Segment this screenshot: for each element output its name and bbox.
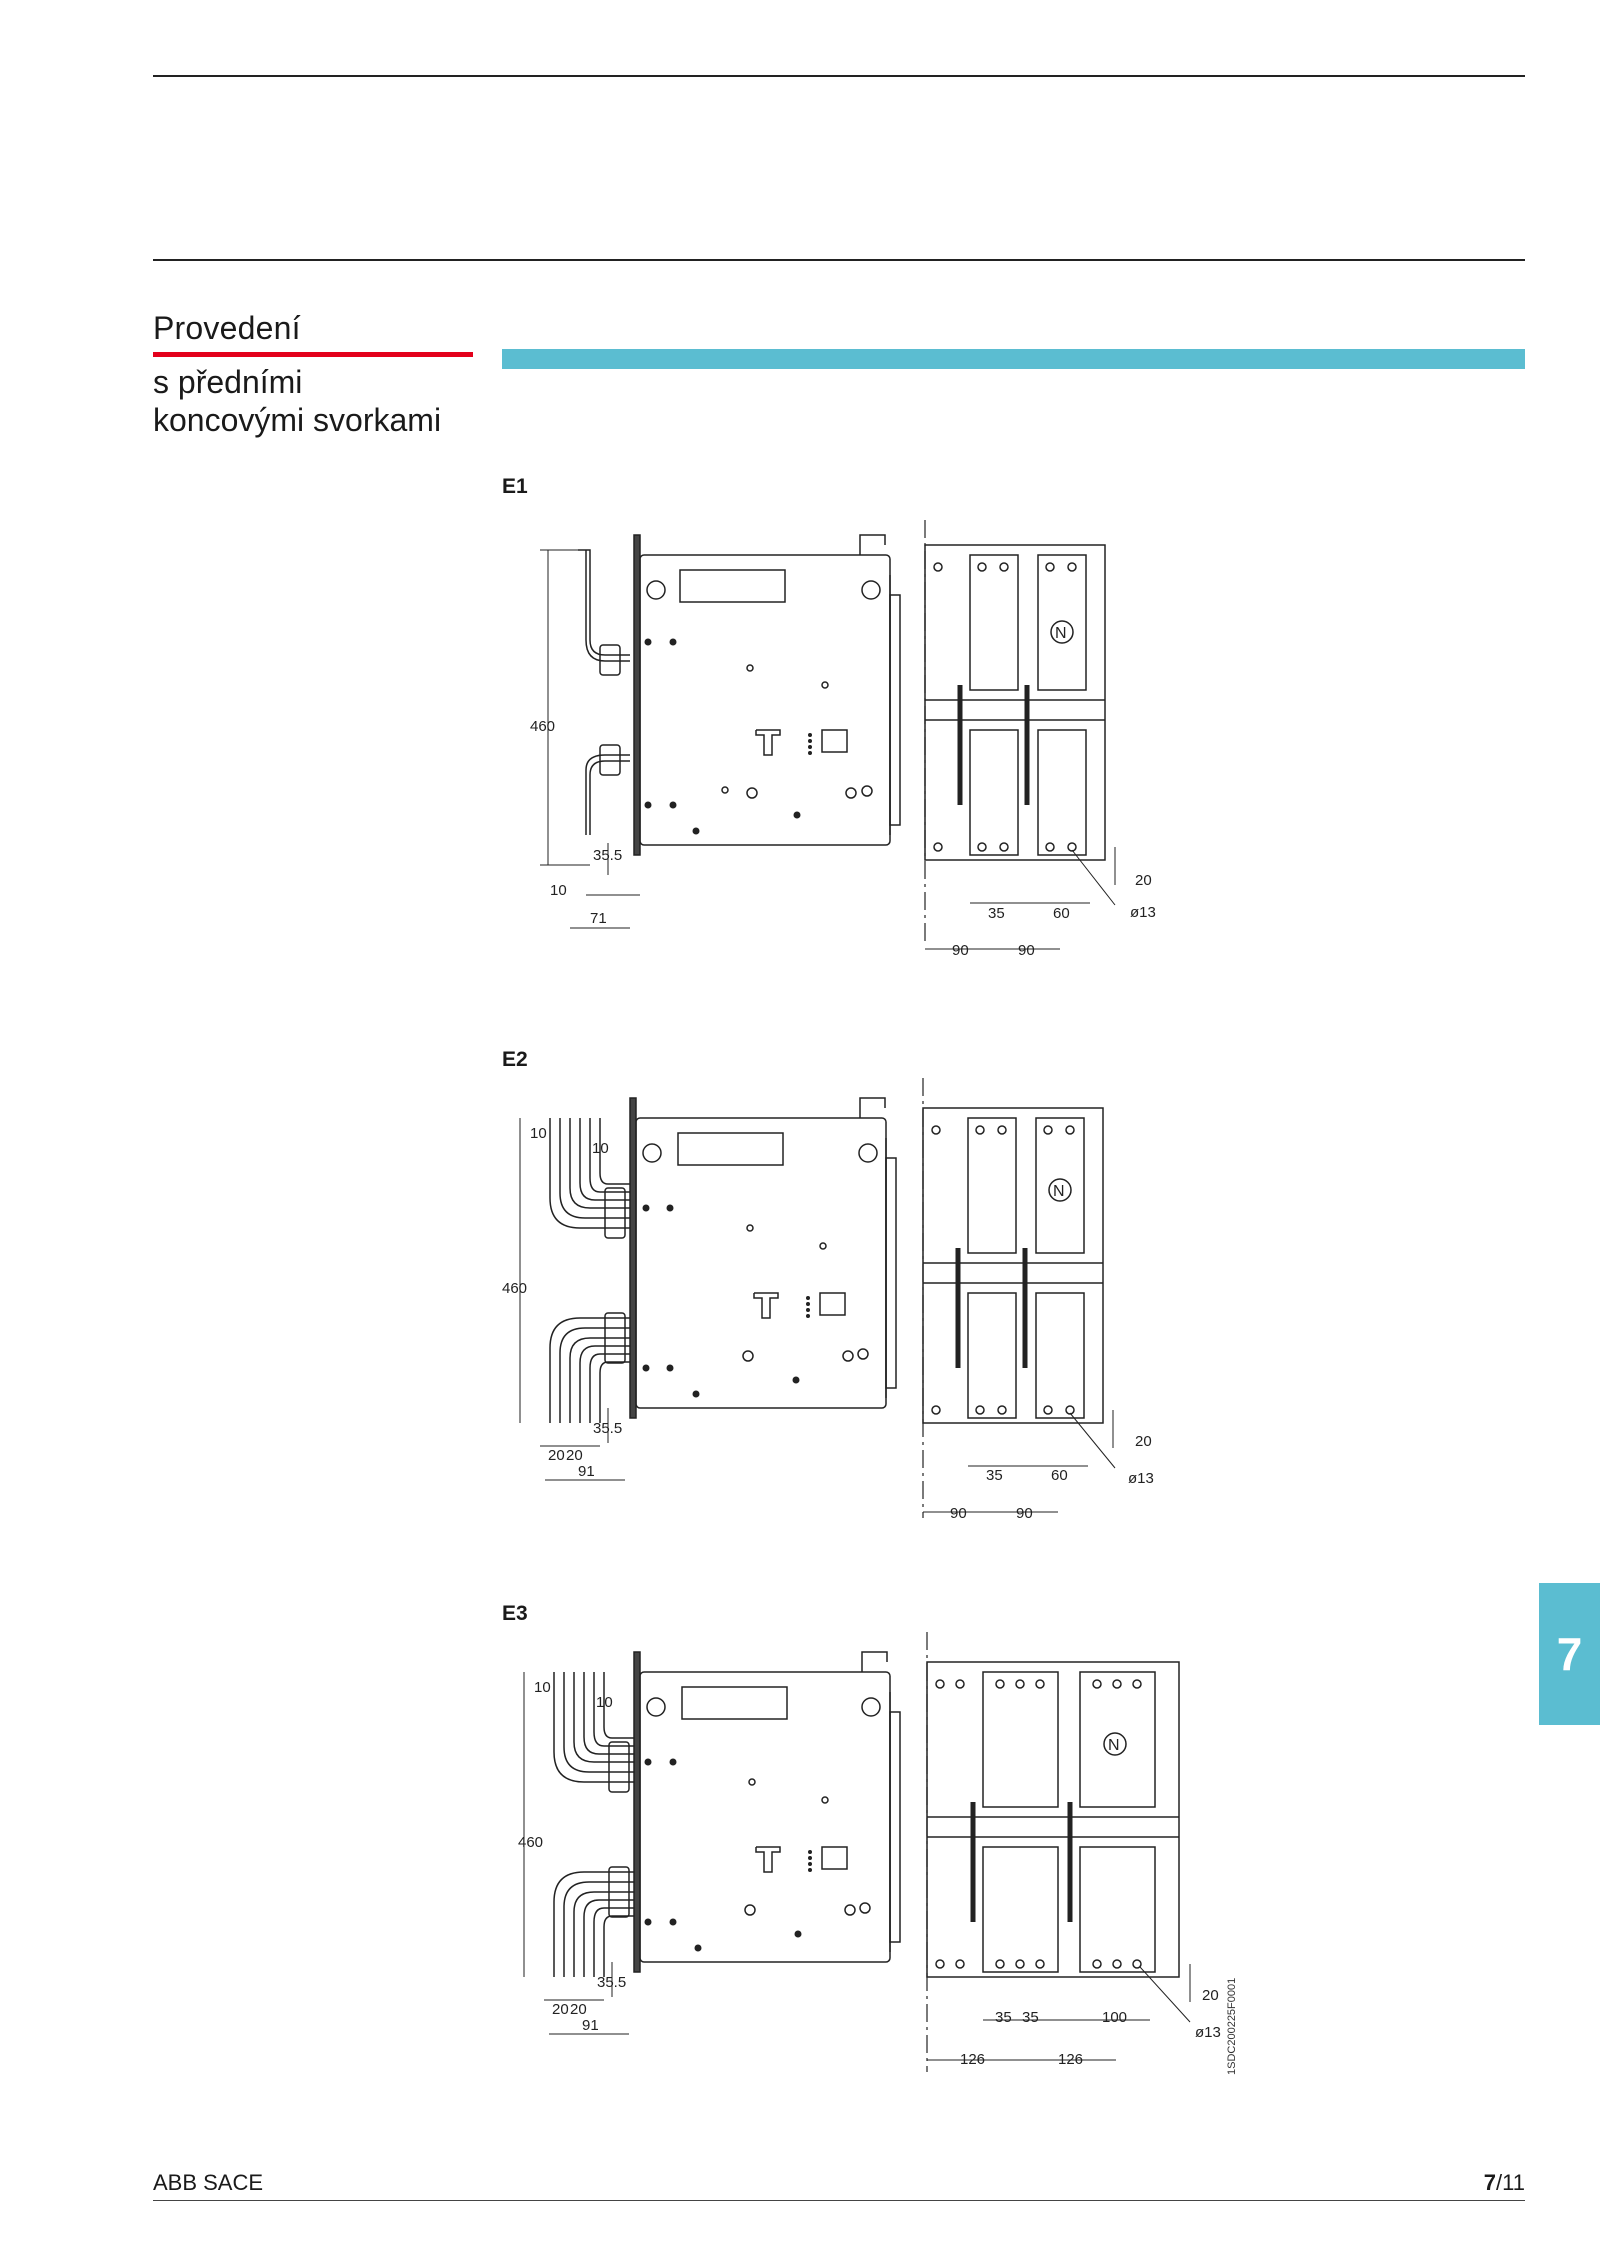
dim-right: 20	[1135, 872, 1152, 889]
fixing-points	[644, 638, 812, 835]
dim-hole: ø13	[1195, 2024, 1221, 2041]
dim-bar-b: 20	[566, 1447, 583, 1464]
drawing-label: E1	[502, 475, 528, 498]
neutral-mark: N	[1108, 1737, 1120, 1754]
dim-pole-2: 126	[1058, 2051, 1083, 2068]
dim-edge-b: 10	[596, 1694, 613, 1711]
t-mark	[755, 729, 781, 756]
dim-hole: ø13	[1130, 904, 1156, 921]
pole-terminal-n	[1037, 554, 1087, 691]
dim-edge-a: 10	[530, 1125, 547, 1142]
dim-height: 460	[530, 718, 555, 735]
footer-company: ABB SACE	[153, 2170, 264, 2195]
triple-terminal-bars	[549, 1118, 630, 1423]
footer-rule	[153, 2200, 1525, 2201]
dim-pitch-a: 35	[995, 2009, 1012, 2026]
technical-drawing-e1: 460 35.5 10 71 N 20 ø13 35 60	[530, 520, 1156, 959]
side-label-plate	[679, 569, 786, 603]
dim-pitch-a: 35	[986, 1467, 1003, 1484]
dim-offset: 35.5	[597, 1974, 626, 1991]
dim-height: 460	[518, 1834, 543, 1851]
dim-offset: 35.5	[593, 1420, 622, 1437]
breaker-body-side	[635, 1117, 887, 1409]
lower-terminal	[585, 754, 630, 835]
dim-depth: 91	[578, 1463, 595, 1480]
dim-bar-a: 20	[552, 2001, 569, 2018]
drawing-label: E2	[502, 1048, 528, 1071]
header-rule	[153, 259, 1525, 261]
breaker-front-view	[924, 544, 1106, 861]
page-chapter: 7	[1483, 2170, 1497, 2195]
page-rest: /11	[1496, 2170, 1525, 2195]
footer-page-number: 7/11	[1460, 2170, 1525, 2196]
dim-height: 460	[502, 1280, 527, 1297]
neutral-mark: N	[1055, 625, 1067, 642]
neutral-mark: N	[1053, 1183, 1065, 1200]
dim-edge-b: 10	[592, 1140, 609, 1157]
neutral-circle	[1050, 620, 1074, 644]
dim-right: 20	[1202, 1987, 1219, 2004]
dim-pitch-c: 35	[1022, 2009, 1039, 2026]
drawing-label: E3	[502, 1602, 528, 1625]
dim-pole-2: 90	[1016, 1505, 1033, 1522]
pole-terminal-n-lower	[1037, 729, 1087, 856]
heading-line-1: Provedení	[153, 310, 301, 346]
side-window	[821, 729, 848, 753]
top-rule	[153, 75, 1525, 77]
dim-pole-2: 90	[1018, 942, 1035, 959]
drawing-e3: E3 460 10 10 35.5	[490, 1602, 1290, 2092]
dim-right: 20	[1135, 1433, 1152, 1450]
breaker-body-side	[639, 554, 891, 846]
dim-pitch-a: 35	[988, 905, 1005, 922]
dim-offset: 35.5	[593, 847, 622, 864]
dim-bar-b: 20	[570, 2001, 587, 2018]
top-flange	[859, 534, 886, 555]
dim-hole: ø13	[1128, 1470, 1154, 1487]
document-code: 1SDC200225F0001	[1226, 1977, 1238, 2075]
technical-drawing-e3: 460 10 10 35.5 20 20 91 N 20 ø13 35 35	[518, 1632, 1221, 2072]
dim-pitch-b: 60	[1051, 1467, 1068, 1484]
dim-pole-1: 126	[960, 2051, 985, 2068]
heading-red-underline	[153, 352, 473, 357]
pole-terminal-1	[969, 554, 1019, 691]
dim-edge: 10	[550, 882, 567, 899]
dim-depth: 71	[590, 910, 607, 927]
dim-pitch-b: 60	[1053, 905, 1070, 922]
dim-edge-a: 10	[534, 1679, 551, 1696]
dim-pole-1: 90	[952, 942, 969, 959]
dim-bar-a: 20	[548, 1447, 565, 1464]
dim-pitch-b: 100	[1102, 2009, 1127, 2026]
upper-terminal	[578, 549, 630, 656]
drawing-e2: E2 460 10 10 35.	[490, 1048, 1290, 1558]
drawing-e1: E1 460 35.5	[490, 475, 1290, 985]
chapter-tab[interactable]: 7	[1539, 1583, 1600, 1725]
section-heading: Provedení s předními koncovými svorkami	[153, 308, 493, 439]
technical-drawing-e2: 460 10 10 35.5 20 20 91 N 20 ø13 35 60 9…	[502, 1078, 1154, 1522]
pole-terminal-1-lower	[969, 729, 1019, 856]
terminal-bolts	[933, 562, 1077, 852]
dim-pole-1: 90	[950, 1505, 967, 1522]
dim-depth: 91	[582, 2017, 599, 2034]
heading-line-3: koncovými svorkami	[153, 402, 442, 438]
mounting-plate	[633, 534, 641, 856]
side-hole	[861, 580, 881, 600]
heading-line-2: s předními	[153, 364, 303, 400]
section-color-bar	[502, 349, 1525, 369]
side-hole	[646, 580, 666, 600]
